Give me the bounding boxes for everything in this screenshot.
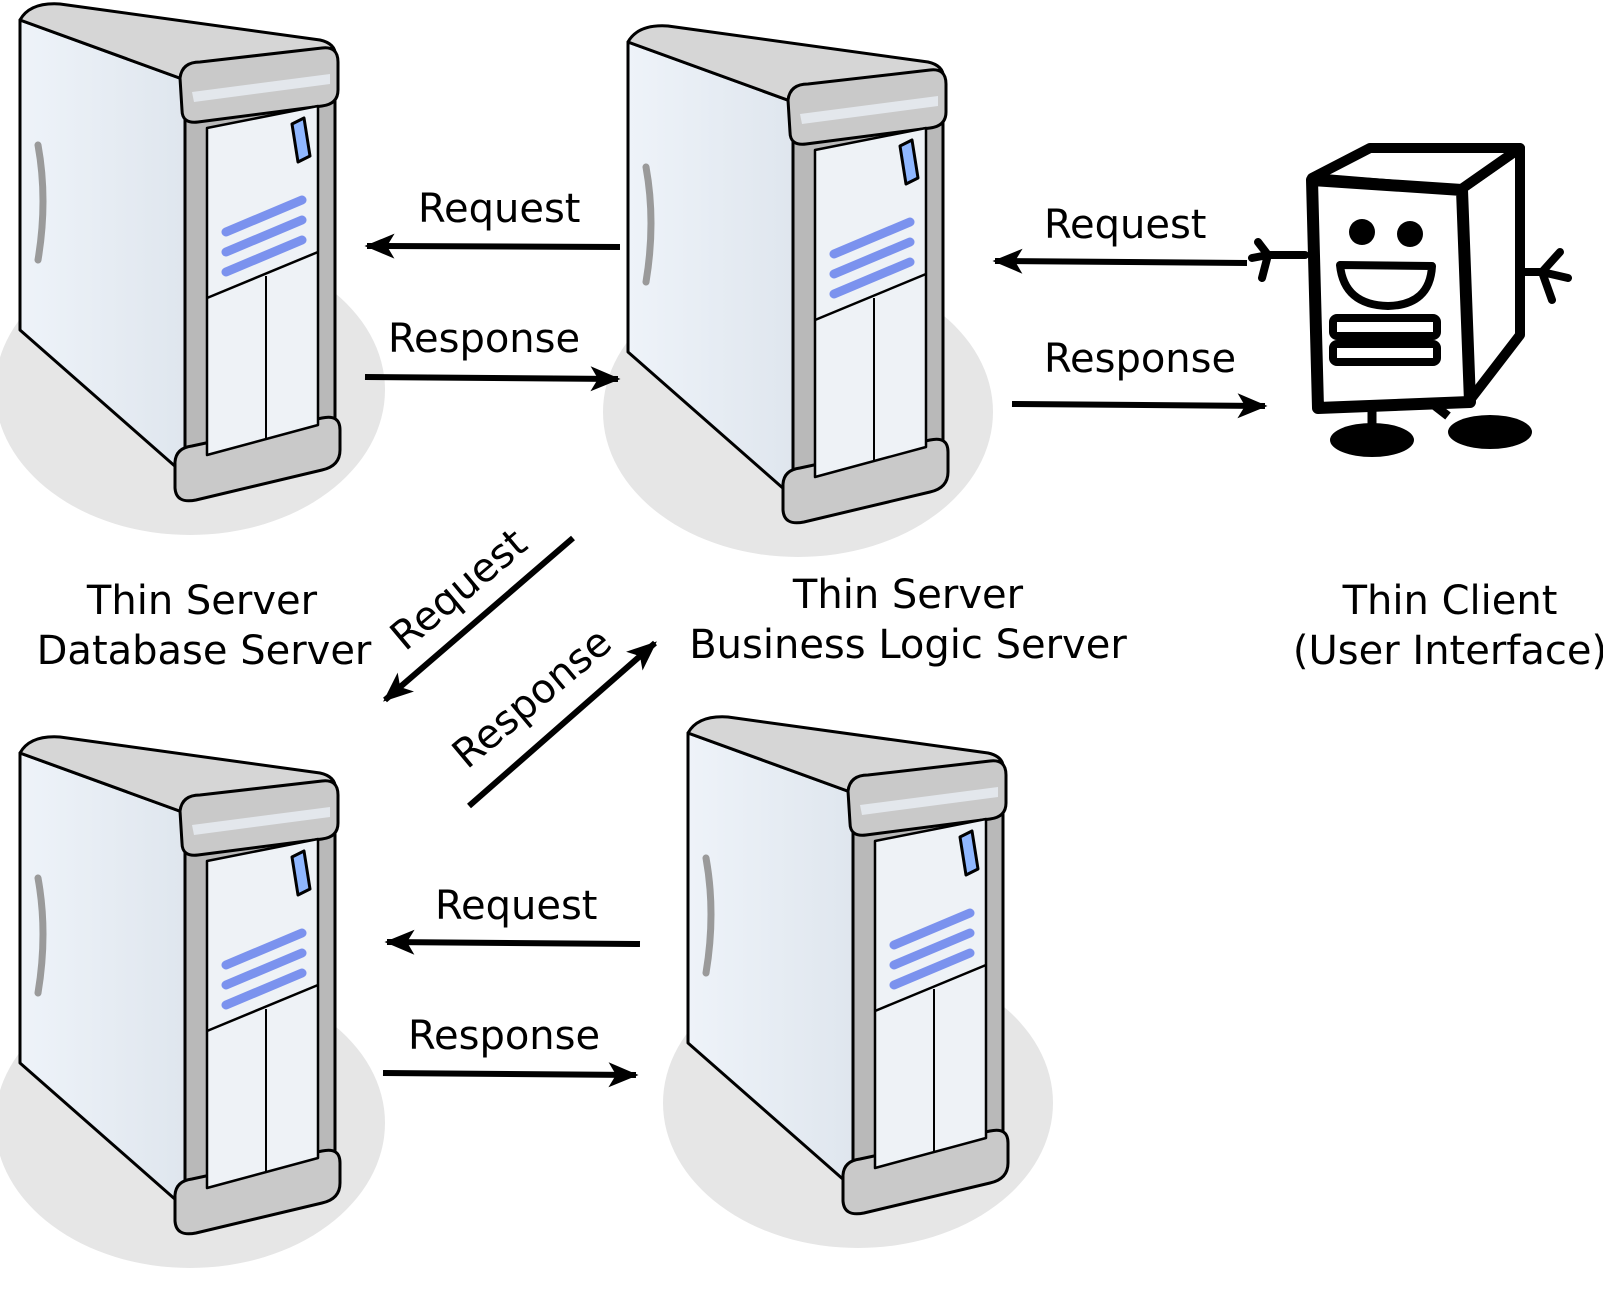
arrow-bottom-request [384, 929, 641, 955]
caption-client-line2: (User Interface) [1293, 628, 1603, 674]
label-db-top-request: Request [418, 186, 580, 232]
label-client-response: Response [1044, 336, 1236, 382]
database-server-icon [0, 4, 385, 535]
label-bottom-response: Response [408, 1013, 600, 1059]
caption-client-line1: Thin Client [1342, 578, 1558, 624]
bottom-left-server-icon [0, 737, 385, 1268]
arrow-client-response [1011, 393, 1268, 419]
arrow-bottom-response [382, 1062, 639, 1088]
bottom-right-server-icon [663, 717, 1053, 1248]
caption-db-server-line1: Thin Server [86, 578, 318, 624]
label-db-top-response: Response [388, 316, 580, 362]
caption-db-server-line2: Database Server [37, 628, 372, 674]
business-logic-server-icon [603, 26, 993, 557]
arrow-diagonal-request [383, 535, 575, 703]
arrow-db-top-request [364, 233, 621, 259]
thin-client-character-icon [1248, 143, 1572, 457]
arrow-client-request [992, 248, 1248, 274]
label-client-request: Request [1044, 202, 1206, 248]
caption-logic-server-line2: Business Logic Server [689, 622, 1127, 668]
caption-logic-server-line1: Thin Server [792, 572, 1024, 618]
arrow-diagonal-response [467, 640, 657, 809]
arrow-db-top-response [364, 366, 621, 392]
label-bottom-request: Request [435, 883, 597, 929]
